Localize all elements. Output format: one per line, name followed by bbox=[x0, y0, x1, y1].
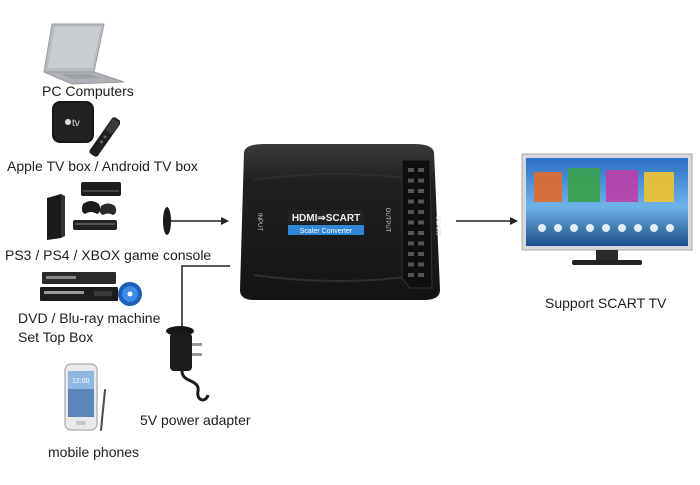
scart-pin bbox=[418, 199, 424, 204]
scart-pin bbox=[418, 220, 424, 225]
input-port-label: INPUT bbox=[256, 213, 262, 231]
scart-pin bbox=[418, 273, 424, 277]
set-top-box-label: Set Top Box bbox=[18, 329, 94, 345]
laptop-icon bbox=[42, 22, 126, 86]
console-icon bbox=[45, 180, 125, 242]
scart-pin bbox=[418, 168, 424, 172]
scart-pin bbox=[408, 178, 414, 183]
scart-pin bbox=[418, 252, 424, 256]
phone-time: 12:00 bbox=[72, 378, 90, 385]
scart-pins bbox=[408, 168, 424, 277]
output-arrow bbox=[456, 214, 520, 228]
scart-pin bbox=[408, 241, 414, 246]
scart-pin bbox=[418, 189, 424, 193]
scart-pin bbox=[418, 231, 424, 235]
pc-label: PC Computers bbox=[42, 83, 134, 99]
hdmi-scart-converter: HDMI⇒SCART Scaler Converter INPUT OUTPUT… bbox=[234, 140, 449, 310]
power-line bbox=[170, 262, 240, 342]
power-label: 5V power adapter bbox=[140, 412, 251, 428]
apple-tv-logo-text: tv bbox=[72, 118, 80, 129]
device-subtitle: Scaler Converter bbox=[300, 228, 353, 235]
console-label: PS3 / PS4 / XBOX game console bbox=[5, 247, 212, 263]
scart-port-label: SCART bbox=[434, 216, 440, 237]
power-adapter-icon bbox=[160, 325, 216, 405]
device-brand: HDMI⇒SCART bbox=[292, 213, 360, 224]
scart-tv-icon bbox=[520, 152, 694, 270]
scart-pin bbox=[408, 168, 414, 172]
output-port-label: OUTPUT bbox=[384, 208, 390, 233]
dvd-player-icon bbox=[38, 270, 144, 308]
scart-pin bbox=[408, 252, 414, 256]
scart-pin bbox=[408, 262, 414, 267]
scart-pin bbox=[408, 199, 414, 204]
scart-pin bbox=[408, 210, 414, 214]
apple-tv-label: Apple TV box / Android TV box bbox=[7, 158, 198, 174]
scart-pin bbox=[418, 262, 424, 267]
dvd-label: DVD / Blu-ray machine bbox=[18, 310, 161, 326]
scart-pin bbox=[408, 231, 414, 235]
hdmi-cable-arrow bbox=[155, 204, 230, 238]
scart-pin bbox=[408, 273, 414, 277]
scart-pin bbox=[408, 189, 414, 193]
scart-pin bbox=[418, 241, 424, 246]
scart-pin bbox=[418, 178, 424, 183]
apple-tv-icon: tv bbox=[50, 97, 120, 161]
scart-pin bbox=[418, 210, 424, 214]
tv-label: Support SCART TV bbox=[545, 295, 667, 311]
mobile-phone-icon: 12:00 bbox=[63, 362, 119, 434]
mobile-label: mobile phones bbox=[48, 444, 140, 460]
scart-pin bbox=[408, 220, 414, 225]
